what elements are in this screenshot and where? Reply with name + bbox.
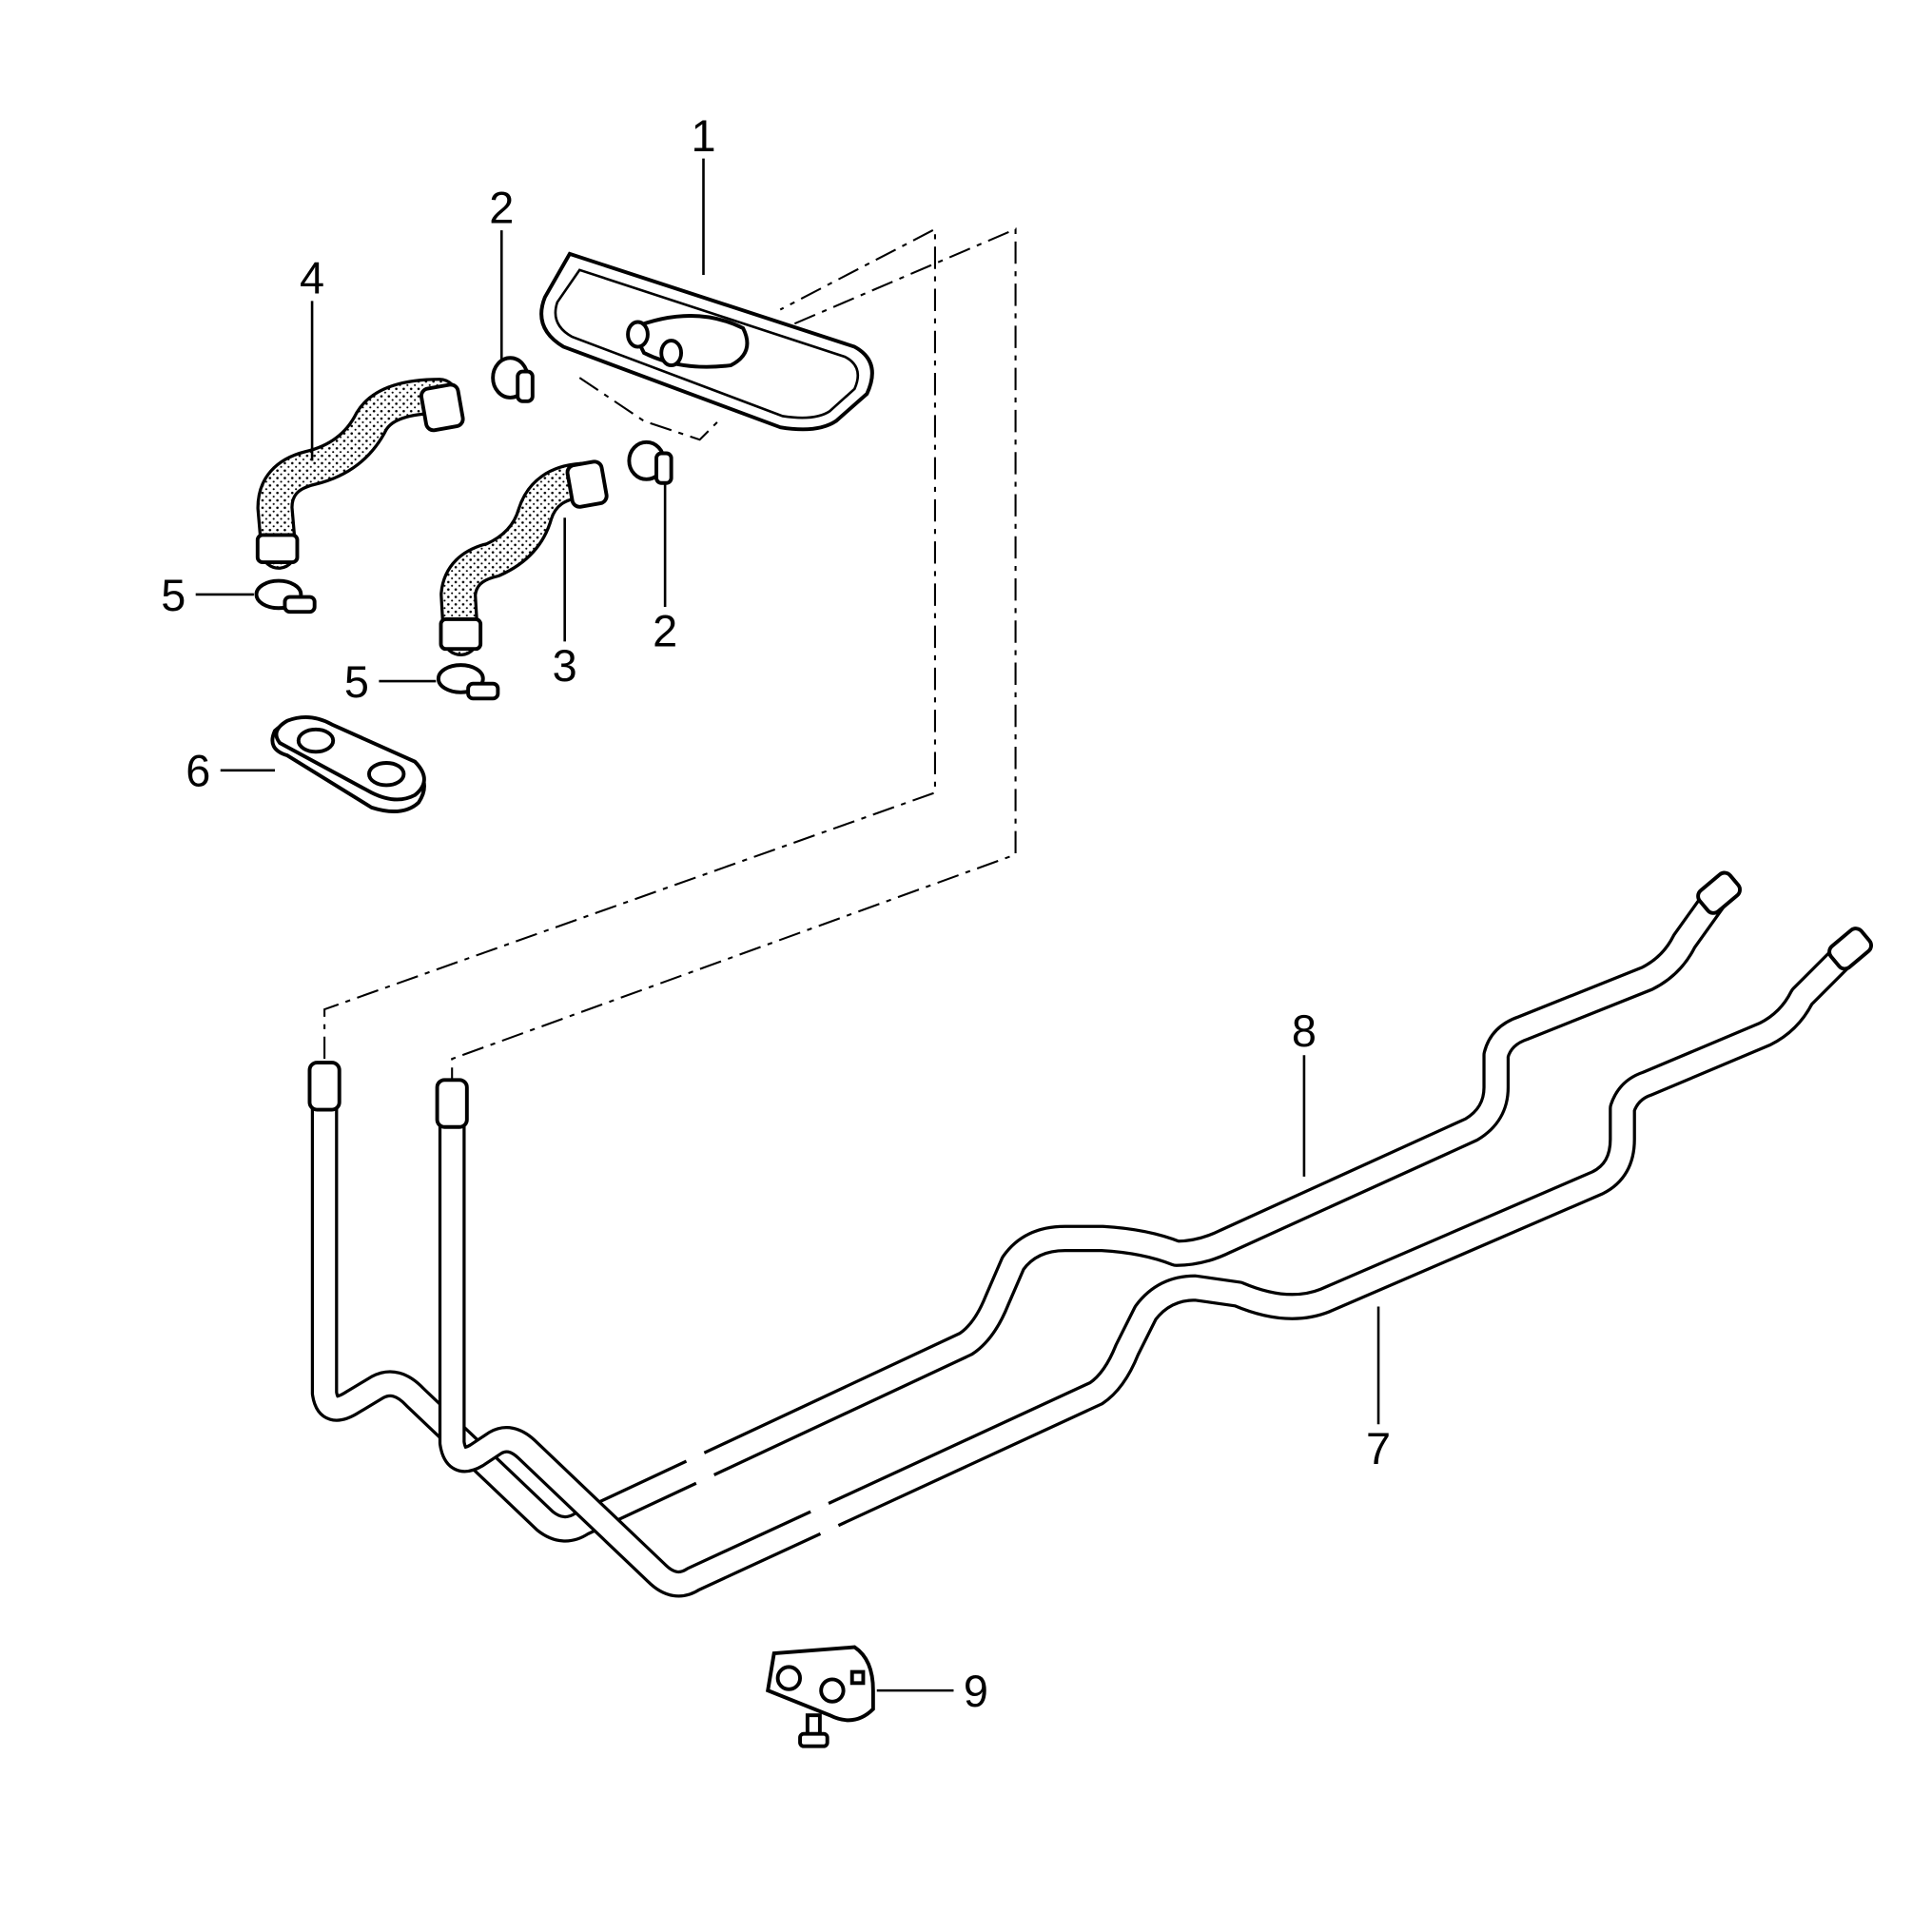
coolant-pipe-7 — [435, 927, 1873, 1598]
callout-8: 8 — [1292, 1006, 1317, 1056]
callout-6: 6 — [185, 747, 210, 796]
part-4-hose — [255, 378, 465, 570]
callout-2-upper: 2 — [489, 183, 514, 232]
callout-1: 1 — [691, 111, 715, 161]
part-1-seal-frame — [539, 251, 874, 432]
callout-4: 4 — [300, 254, 324, 303]
part-3-hose — [439, 459, 609, 657]
leader-lines — [195, 158, 1380, 1692]
part-5-clamp-upper — [254, 578, 317, 615]
part-6-grommet — [270, 715, 426, 813]
callout-3: 3 — [553, 641, 577, 691]
callout-9: 9 — [964, 1667, 988, 1716]
part-9-pipe-clip — [766, 1645, 875, 1748]
callout-5-upper: 5 — [161, 571, 185, 620]
coolant-pipe-8 — [307, 870, 1742, 1543]
part-2-clamp-lower — [627, 439, 673, 485]
callout-7: 7 — [1366, 1424, 1391, 1473]
part-2-clamp-upper — [491, 356, 535, 403]
callout-2-lower: 2 — [653, 607, 677, 656]
part-5-clamp-lower — [436, 663, 500, 701]
assembly-dash-lines — [323, 227, 1017, 1090]
callout-5-lower: 5 — [344, 657, 369, 707]
